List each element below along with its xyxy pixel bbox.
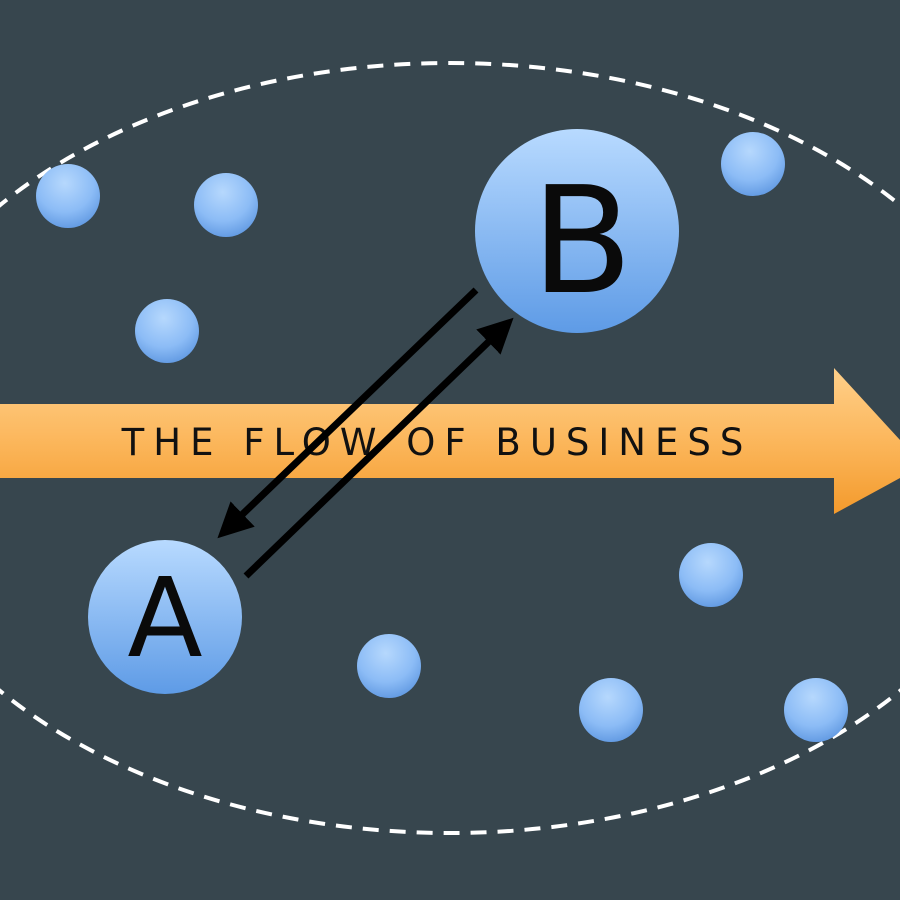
participant-dot [784, 678, 848, 742]
node-a: A [88, 540, 242, 694]
arrow-a-to-b [243, 317, 514, 579]
participant-dot [721, 132, 785, 196]
flow-label: THE FLOW OF BUSINESS [121, 421, 753, 464]
node-b: B [475, 129, 679, 333]
arrow-b-to-a [217, 287, 479, 539]
participant-dots [36, 132, 848, 742]
node-b-label: B [531, 155, 633, 327]
node-a-label: A [127, 554, 202, 682]
connector-arrows [217, 287, 514, 579]
participant-dot [194, 173, 258, 237]
participant-dot [579, 678, 643, 742]
flow-arrow: THE FLOW OF BUSINESS [0, 368, 900, 514]
participant-dot [135, 299, 199, 363]
participant-dot [36, 164, 100, 228]
market-boundary [0, 61, 900, 835]
participant-dot [357, 634, 421, 698]
participant-dot [679, 543, 743, 607]
